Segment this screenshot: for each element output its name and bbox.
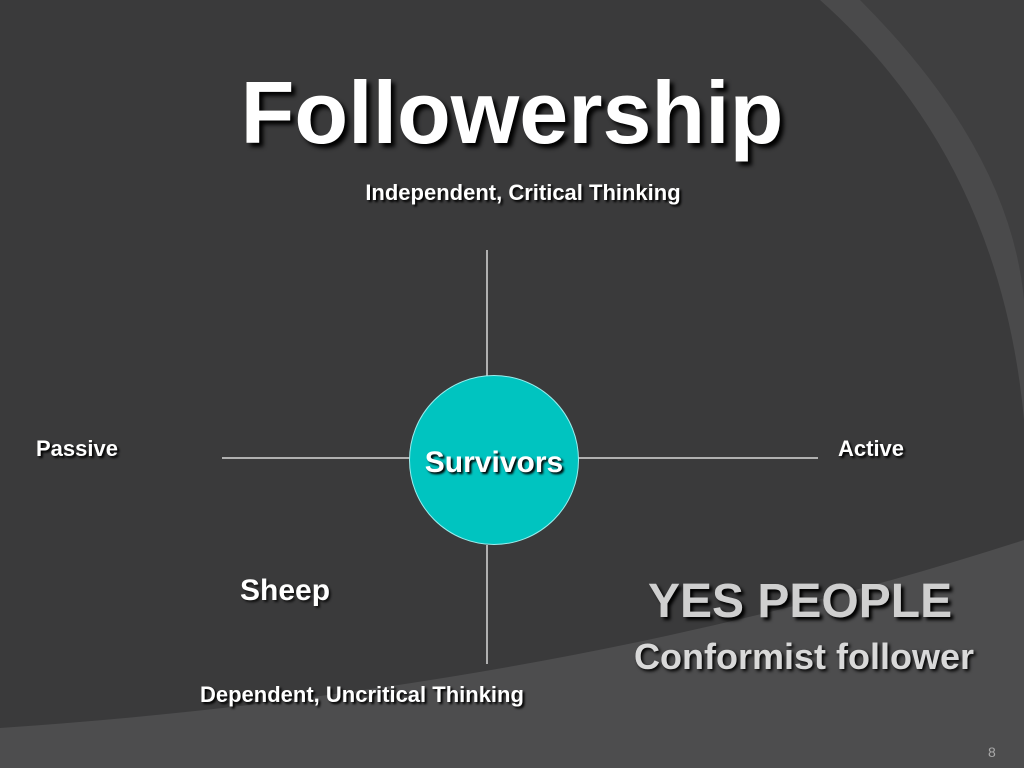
page-number: 8 bbox=[988, 744, 996, 760]
axis-label-left: Passive bbox=[36, 436, 118, 461]
quadrant-label-conformist: Conformist follower bbox=[634, 636, 974, 677]
slide-title: Followership bbox=[240, 63, 784, 162]
quadrant-label-sheep: Sheep bbox=[240, 574, 331, 607]
background-bottom-band bbox=[0, 540, 1024, 768]
background-arc-shape bbox=[860, 0, 1024, 300]
axis-label-bottom: Dependent, Uncritical Thinking bbox=[200, 682, 524, 707]
axis-label-right: Active bbox=[838, 436, 905, 461]
quadrant-label-yes-people: YES PEOPLE bbox=[648, 575, 953, 628]
center-circle bbox=[409, 375, 579, 545]
center-circle-label: Survivors bbox=[424, 446, 564, 479]
axis-label-top: Independent, Critical Thinking bbox=[365, 180, 681, 205]
